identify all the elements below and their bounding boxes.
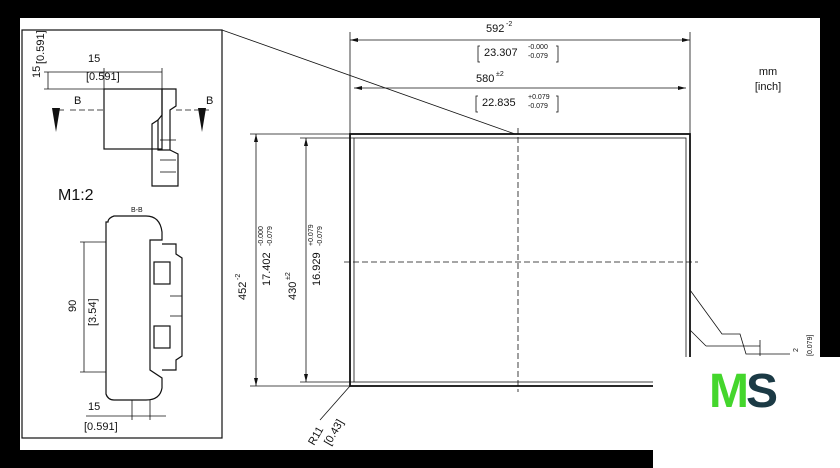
profile-height-mm: 15 <box>31 66 43 78</box>
corner-radius-leader <box>319 385 351 421</box>
profile-channel <box>157 88 177 151</box>
section-mark-left: B <box>74 95 81 107</box>
section-fixture <box>162 243 183 371</box>
section-hatched-profile <box>105 215 163 401</box>
section-bb-detail <box>80 215 183 420</box>
frame-outline <box>349 133 691 387</box>
inner-width-inch-tol-upper: +0.079 <box>528 94 550 101</box>
units-mm-label: mm <box>759 66 777 78</box>
inner-width-inch-tol-lower: -0.079 <box>528 103 548 110</box>
section-arrow-right-icon <box>198 108 206 132</box>
section-bb-label: B-B <box>131 207 143 214</box>
inner-width-mm: 580 <box>476 73 494 85</box>
logo-letter-s: S <box>745 365 778 418</box>
overall-height-tol: -2 <box>235 274 242 280</box>
main-frame-view <box>250 32 790 421</box>
units-inch-label: [inch] <box>755 81 781 93</box>
section-height-inch: [3.54] <box>87 298 99 326</box>
ms-logo: MS <box>709 364 778 420</box>
corner-radius-inch: [0.43] <box>322 418 346 448</box>
corner-detail-leader <box>689 289 790 355</box>
profile-width-inch: [0.591] <box>86 71 120 83</box>
detail-leader-line <box>221 29 516 135</box>
overall-width-mm: 592 <box>486 23 504 35</box>
overall-width-inch-tol-upper: -0.000 <box>528 44 548 51</box>
overall-width-inch: 23.307 <box>484 47 518 59</box>
inner-width-tol: ±2 <box>496 71 504 78</box>
right-small-inch: [0.079] <box>807 335 814 356</box>
overall-height-inch: 17.402 <box>261 252 273 286</box>
section-mark-right: B <box>206 95 213 107</box>
corner-radius-mm: R11 <box>306 425 326 448</box>
inner-height-inch-tol-lower: -0.079 <box>317 226 324 246</box>
logo-letter-m: M <box>709 365 749 418</box>
logo-card <box>653 357 840 468</box>
section-width-mm: 15 <box>88 401 100 413</box>
profile-width-mm: 15 <box>88 53 100 65</box>
profile-detail <box>44 68 210 187</box>
inner-height-inch-tol-upper: +0.079 <box>308 224 315 246</box>
detail-panel-frame <box>21 29 223 439</box>
overall-height-inch-tol-lower: -0.079 <box>267 226 274 246</box>
section-width-inch: [0.591] <box>84 421 118 433</box>
overall-width-inch-tol-lower: -0.079 <box>528 53 548 60</box>
overall-height-mm: 452 <box>237 282 249 300</box>
inner-height-mm: 430 <box>287 282 299 300</box>
inner-height-inch: 16.929 <box>311 252 323 286</box>
section-arrow-left-icon <box>52 108 60 132</box>
overall-width-tol: -2 <box>506 21 512 28</box>
overall-height-inch-tol-upper: -0.000 <box>258 226 265 246</box>
section-height-mm: 90 <box>67 300 79 312</box>
detail-scale-label: M1:2 <box>58 187 94 204</box>
right-small-mm: 2 <box>793 348 800 352</box>
inner-height-tol: ±2 <box>285 272 292 280</box>
inner-width-inch: 22.835 <box>482 97 516 109</box>
profile-height-inch: [0.591] <box>35 30 47 64</box>
profile-hatched-section <box>103 88 163 150</box>
